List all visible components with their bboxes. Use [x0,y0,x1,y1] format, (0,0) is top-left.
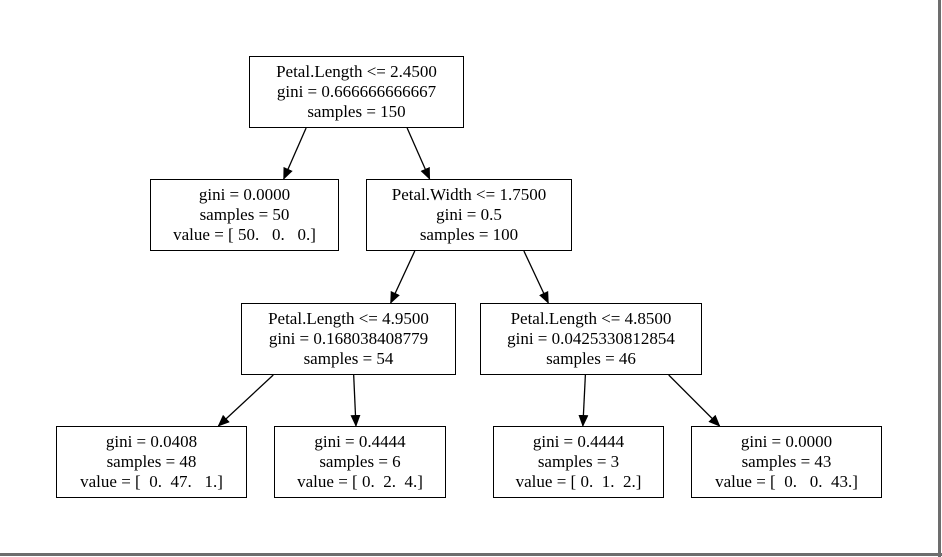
node-value-label: value = [ 0. 0. 43.] [715,472,858,491]
tree-node-leaf-setosa: gini = 0.0000 samples = 50 value = [ 50.… [150,179,339,251]
node-samples-label: samples = 48 [106,452,197,471]
node-samples-label: samples = 43 [741,452,832,471]
frame-border-bottom [0,553,942,556]
node-gini-label: gini = 0.0408 [105,432,198,451]
node-gini-label: gini = 0.4444 [314,432,406,451]
node-value-label: value = [ 0. 1. 2.] [515,472,642,491]
tree-node-petal-length-split-left: Petal.Length <= 4.9500 gini = 0.16803840… [241,303,456,375]
tree-node-petal-width-split: Petal.Width <= 1.7500 gini = 0.5 samples… [366,179,572,251]
node-samples-label: samples = 3 [537,452,620,471]
tree-edge-n0-n2 [406,127,431,180]
node-gini-label: gini = 0.666666666667 [276,82,437,101]
node-samples-label: samples = 100 [419,225,519,244]
tree-node-leaf-2: gini = 0.4444 samples = 6 value = [ 0. 2… [274,426,446,498]
node-split-label: Petal.Length <= 4.8500 [510,309,672,328]
node-split-label: Petal.Length <= 2.4500 [276,62,437,81]
tree-edge-n2-n3 [390,250,416,304]
tree-node-leaf-1: gini = 0.0408 samples = 48 value = [ 0. … [56,426,247,498]
node-value-label: value = [ 0. 47. 1.] [80,472,223,491]
tree-node-petal-length-split-right: Petal.Length <= 4.8500 gini = 0.04253308… [480,303,702,375]
tree-edge-n0-n1 [283,127,307,180]
tree-edge-n3-n6 [350,374,361,427]
tree-node-root: Petal.Length <= 2.4500 gini = 0.66666666… [249,56,464,128]
node-samples-label: samples = 6 [319,452,401,471]
node-split-label: Petal.Length <= 4.9500 [268,309,429,328]
node-value-label: value = [ 0. 2. 4.] [297,472,423,491]
tree-node-leaf-3: gini = 0.4444 samples = 3 value = [ 0. 1… [493,426,664,498]
tree-edge-n2-n4 [523,250,549,304]
node-samples-label: samples = 50 [199,205,290,224]
node-samples-label: samples = 54 [303,349,394,368]
tree-edge-n3-n5 [217,374,274,427]
frame-border-right [938,0,941,557]
node-split-label: Petal.Width <= 1.7500 [391,185,547,204]
node-gini-label: gini = 0.0000 [198,185,291,204]
tree-node-leaf-4: gini = 0.0000 samples = 43 value = [ 0. … [691,426,882,498]
node-gini-label: gini = 0.0000 [740,432,833,451]
tree-edge-n4-n8 [668,374,721,427]
node-value-label: value = [ 50. 0. 0.] [173,225,316,244]
node-gini-label: gini = 0.168038408779 [268,329,429,348]
node-samples-label: samples = 46 [546,349,636,368]
node-gini-label: gini = 0.4444 [532,432,625,451]
node-gini-label: gini = 0.5 [436,205,502,224]
node-gini-label: gini = 0.0425330812854 [507,329,675,348]
node-samples-label: samples = 150 [307,102,406,121]
tree-edge-n4-n7 [578,374,589,427]
